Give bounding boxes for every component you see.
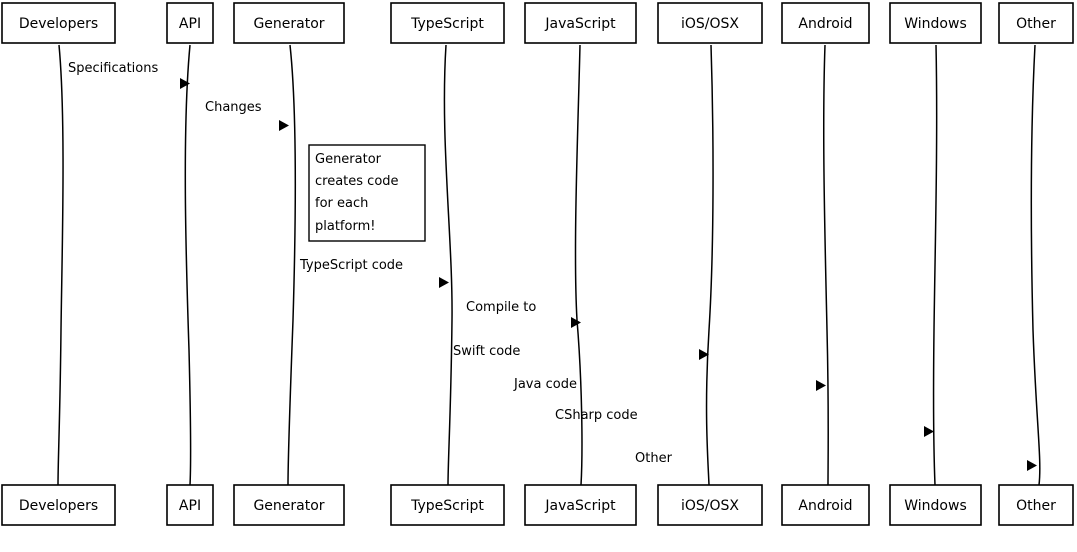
participants-top: Developers API Generator TypeScript Java… <box>1 2 1074 44</box>
actor-label: Android <box>798 16 852 32</box>
arrowhead-icon <box>1027 460 1037 471</box>
actor-label: iOS/OSX <box>681 16 739 32</box>
actor-box <box>233 2 345 44</box>
message-typescript-code[interactable]: TypeScript code <box>299 258 449 288</box>
actor-ios-bottom[interactable]: iOS/OSX <box>657 484 763 526</box>
actor-label: API <box>179 498 201 514</box>
actor-box <box>998 2 1074 44</box>
actor-box <box>166 2 214 44</box>
actor-box <box>524 484 637 526</box>
message-java-code[interactable]: Java code <box>513 377 826 392</box>
message-changes[interactable]: Changes <box>205 100 289 131</box>
actor-box <box>524 2 637 44</box>
lifeline-android <box>822 44 829 486</box>
message-compile-to[interactable]: Compile to <box>466 300 581 328</box>
actor-ios-top[interactable]: iOS/OSX <box>657 2 763 44</box>
actor-label: Android <box>798 498 852 514</box>
message-csharp-code[interactable]: CSharp code <box>555 408 934 437</box>
actor-label: Developers <box>19 16 98 32</box>
message-specifications[interactable]: Specifications <box>68 61 190 89</box>
lifeline-other <box>1030 44 1041 486</box>
actor-box <box>998 484 1074 526</box>
actor-javascript-top[interactable]: JavaScript <box>524 2 637 44</box>
actor-other-top[interactable]: Other <box>998 2 1074 44</box>
actor-typescript-bottom[interactable]: TypeScript <box>390 484 505 526</box>
lifelines-layer <box>57 44 1041 486</box>
actor-developers-bottom[interactable]: Developers <box>1 484 116 526</box>
lifeline-generator <box>287 44 297 486</box>
actor-box <box>390 2 505 44</box>
message-label: Swift code <box>453 344 520 359</box>
arrowhead-icon <box>279 120 289 131</box>
actor-other-bottom[interactable]: Other <box>998 484 1074 526</box>
arrowhead-icon <box>180 78 190 89</box>
actor-box <box>1 484 116 526</box>
arrowhead-icon <box>571 317 581 328</box>
actor-label: Generator <box>253 498 324 514</box>
arrowhead-icon <box>699 349 709 360</box>
lifeline-ios <box>705 44 714 486</box>
note-line: Generator <box>315 152 382 167</box>
lifeline-api <box>184 44 192 486</box>
arrowhead-icon <box>816 380 826 391</box>
actor-label: TypeScript <box>410 498 484 514</box>
note-line: for each <box>315 196 368 211</box>
actor-generator-top[interactable]: Generator <box>233 2 345 44</box>
lifeline-developers <box>57 44 64 486</box>
actor-label: JavaScript <box>544 498 616 514</box>
actor-label: Other <box>1016 498 1056 514</box>
actor-box <box>889 484 982 526</box>
actor-javascript-bottom[interactable]: JavaScript <box>524 484 637 526</box>
arrowhead-icon <box>924 426 934 437</box>
actor-box <box>657 2 763 44</box>
lifeline-javascript <box>574 44 583 486</box>
lifeline-typescript <box>443 44 453 486</box>
actor-windows-top[interactable]: Windows <box>889 2 982 44</box>
actor-box <box>390 484 505 526</box>
actor-generator-bottom[interactable]: Generator <box>233 484 345 526</box>
message-label: TypeScript code <box>299 258 403 273</box>
message-swift-code[interactable]: Swift code <box>453 344 709 360</box>
actor-label: Windows <box>904 498 967 514</box>
actor-label: iOS/OSX <box>681 498 739 514</box>
actor-windows-bottom[interactable]: Windows <box>889 484 982 526</box>
message-label: Compile to <box>466 300 536 315</box>
actor-label: Windows <box>904 16 967 32</box>
participants-bottom: Developers API Generator TypeScript Java… <box>1 484 1074 526</box>
note-line: platform! <box>315 219 375 234</box>
actor-box <box>1 2 116 44</box>
actor-developers-top[interactable]: Developers <box>1 2 116 44</box>
actor-label: API <box>179 16 201 32</box>
message-label: Specifications <box>68 61 158 76</box>
actor-label: TypeScript <box>410 16 484 32</box>
message-other[interactable]: Other <box>635 451 1037 471</box>
note-box <box>308 144 426 242</box>
arrowhead-icon <box>439 277 449 288</box>
actor-box <box>233 484 345 526</box>
actor-api-top[interactable]: API <box>166 2 214 44</box>
actor-box <box>781 484 870 526</box>
actor-label: Other <box>1016 16 1056 32</box>
actor-box <box>781 2 870 44</box>
note-generator[interactable]: Generator creates code for each platform… <box>308 144 426 242</box>
actor-box <box>657 484 763 526</box>
actor-label: JavaScript <box>544 16 616 32</box>
message-label: Other <box>635 451 673 466</box>
actor-label: Developers <box>19 498 98 514</box>
message-label: CSharp code <box>555 408 638 423</box>
actor-label: Generator <box>253 16 324 32</box>
lifeline-windows <box>932 44 938 486</box>
actor-typescript-top[interactable]: TypeScript <box>390 2 505 44</box>
actor-box <box>889 2 982 44</box>
actor-android-bottom[interactable]: Android <box>781 484 870 526</box>
messages-layer: Specifications Changes TypeScript code C… <box>68 61 1037 471</box>
actor-api-bottom[interactable]: API <box>166 484 214 526</box>
message-label: Changes <box>205 100 262 115</box>
actor-android-top[interactable]: Android <box>781 2 870 44</box>
actor-box <box>166 484 214 526</box>
note-line: creates code <box>315 174 399 189</box>
message-label: Java code <box>513 377 577 392</box>
